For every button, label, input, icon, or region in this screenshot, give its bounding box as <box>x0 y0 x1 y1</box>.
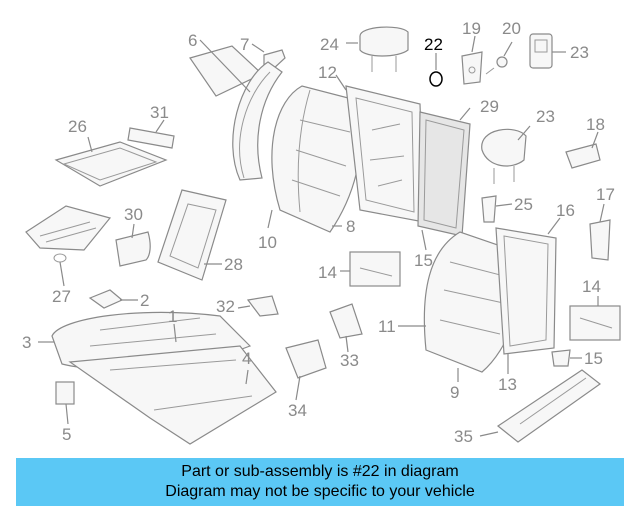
callout-29: 28 <box>224 255 243 274</box>
callout-20: 19 <box>462 19 481 38</box>
callout-numbers: 6 7 24 22 19 20 22 23 12 29 23 18 26 31 … <box>22 19 615 446</box>
part-12-frame <box>345 85 425 223</box>
callout-1: 1 <box>168 307 177 326</box>
part-19-release <box>565 143 601 169</box>
part-15-clip <box>551 349 571 367</box>
callout-27: 26 <box>68 117 87 136</box>
part-30-backboard <box>417 111 471 237</box>
part-2-clip <box>88 289 124 309</box>
part-17-frame <box>495 227 557 355</box>
callout-12: 12 <box>318 63 337 82</box>
part-23-latch-cover <box>529 33 553 69</box>
part-5-clip <box>55 381 75 405</box>
part-24-headrest <box>481 128 527 184</box>
callout-34: 33 <box>340 351 359 370</box>
part-21-screw <box>485 56 508 75</box>
leader-lines <box>38 35 605 437</box>
callout-23-label: 23 <box>570 43 589 62</box>
callout-15-label: 15 <box>584 349 603 368</box>
part-20-bracket <box>461 51 483 85</box>
callout-28: 27 <box>52 287 71 306</box>
part-29-armrest-frame <box>157 189 227 281</box>
part-8-seat-back <box>271 85 362 233</box>
callout-11: 11 <box>378 317 396 336</box>
callout-2: 2 <box>140 291 149 310</box>
callout-9: 9 <box>450 383 459 402</box>
part-25-headrest <box>359 26 409 72</box>
part-18-bracket <box>589 219 611 261</box>
callout-6: 6 <box>188 31 197 50</box>
callout-14a: 14 <box>318 263 337 282</box>
part-33-hinge <box>246 295 279 317</box>
callout-19: 18 <box>586 115 605 134</box>
callout-4: 4 <box>242 349 251 368</box>
callout-16: 15 <box>414 251 433 270</box>
callout-24: 23 <box>536 107 555 126</box>
part-32-label <box>127 127 175 149</box>
part-36-armrest <box>496 369 602 443</box>
callout-33: 32 <box>216 297 235 316</box>
callout-36: 35 <box>454 427 473 446</box>
part-26-guide <box>481 195 497 223</box>
callout-10: 10 <box>258 233 277 252</box>
callout-22: 22 <box>424 35 443 54</box>
callout-30: 29 <box>480 97 499 116</box>
callout-26: 25 <box>514 195 533 214</box>
part-31-cover <box>115 231 151 267</box>
part-22-ring <box>429 71 443 87</box>
callout-3: 3 <box>22 333 31 352</box>
callout-17: 16 <box>556 201 575 220</box>
parts-diagram: 6 7 24 22 19 20 22 23 12 29 23 18 26 31 … <box>22 19 621 446</box>
callout-7: 7 <box>240 35 249 54</box>
banner-line-1: Part or sub-assembly is #22 in diagram <box>181 463 459 480</box>
callout-5: 5 <box>62 425 71 444</box>
callout-25: 24 <box>320 35 339 54</box>
part-28-tray <box>25 205 112 263</box>
callout-31: 30 <box>124 205 143 224</box>
callout-35: 34 <box>288 401 307 420</box>
callout-13: 13 <box>498 375 517 394</box>
part-4-cushion-frame <box>68 345 277 445</box>
part-10-side-trim <box>232 61 283 181</box>
part-35-bracket <box>285 339 327 379</box>
banner-line-2: Diagram may not be specific to your vehi… <box>165 483 475 500</box>
part-27-cushion <box>54 141 168 187</box>
part-14-hardware <box>349 251 621 341</box>
part-34-bracket <box>329 303 363 339</box>
callout-14b: 14 <box>582 277 601 296</box>
info-banner: Part or sub-assembly is #22 in diagram D… <box>16 458 624 506</box>
callout-21: 20 <box>502 19 521 38</box>
callout-32: 31 <box>150 103 169 122</box>
callout-8: 8 <box>346 217 355 236</box>
callout-18: 17 <box>596 185 615 204</box>
